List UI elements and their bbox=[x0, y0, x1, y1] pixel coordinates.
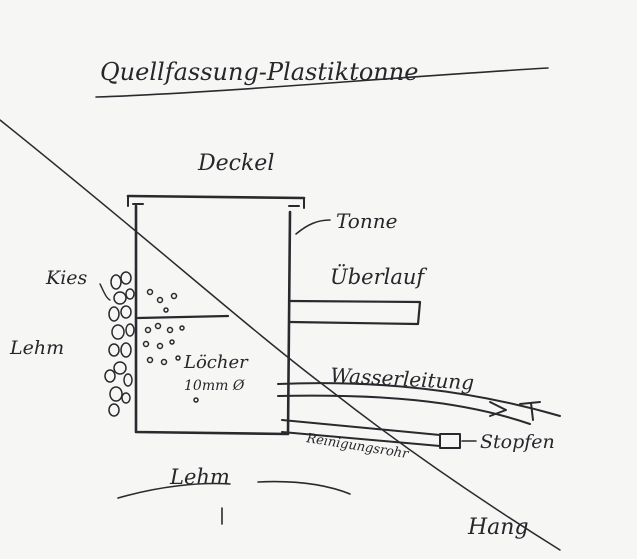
label-ueberlauf: Überlauf bbox=[330, 264, 427, 289]
overflow-pipe bbox=[288, 299, 422, 326]
tonne-leader bbox=[295, 219, 331, 235]
slope-line bbox=[0, 119, 561, 551]
barrel bbox=[134, 204, 292, 436]
label-lehm-left: Lehm bbox=[9, 337, 64, 359]
gravel-outside bbox=[104, 271, 135, 417]
water-line-arrow bbox=[489, 401, 507, 417]
label-reinigungsrohr: Reinigungsrohr bbox=[304, 431, 410, 462]
lid-clips bbox=[127, 195, 305, 209]
label-wasserleitung: Wasserleitung bbox=[330, 363, 475, 394]
kies-leader bbox=[99, 283, 111, 301]
water-level bbox=[136, 314, 230, 320]
holes-inside bbox=[142, 288, 199, 403]
diagram-title: Quellfassung-Plastiktonne bbox=[100, 58, 418, 86]
water-line-t-mark bbox=[519, 401, 541, 421]
lid bbox=[126, 194, 306, 200]
cleaning-pipe bbox=[281, 419, 441, 447]
water-line-pipe bbox=[277, 382, 561, 425]
label-loecher-size: 10mm Ø bbox=[184, 378, 245, 394]
ground-arc-right bbox=[257, 480, 351, 495]
label-stopfen: Stopfen bbox=[480, 431, 555, 453]
ground-arc-left bbox=[117, 482, 231, 499]
plug bbox=[439, 433, 461, 449]
label-tonne: Tonne bbox=[336, 209, 397, 233]
label-deckel: Deckel bbox=[197, 151, 274, 176]
label-hang: Hang bbox=[467, 515, 529, 540]
label-loecher: Löcher bbox=[183, 352, 249, 373]
title-underline bbox=[95, 67, 549, 98]
label-kies: Kies bbox=[45, 267, 88, 289]
